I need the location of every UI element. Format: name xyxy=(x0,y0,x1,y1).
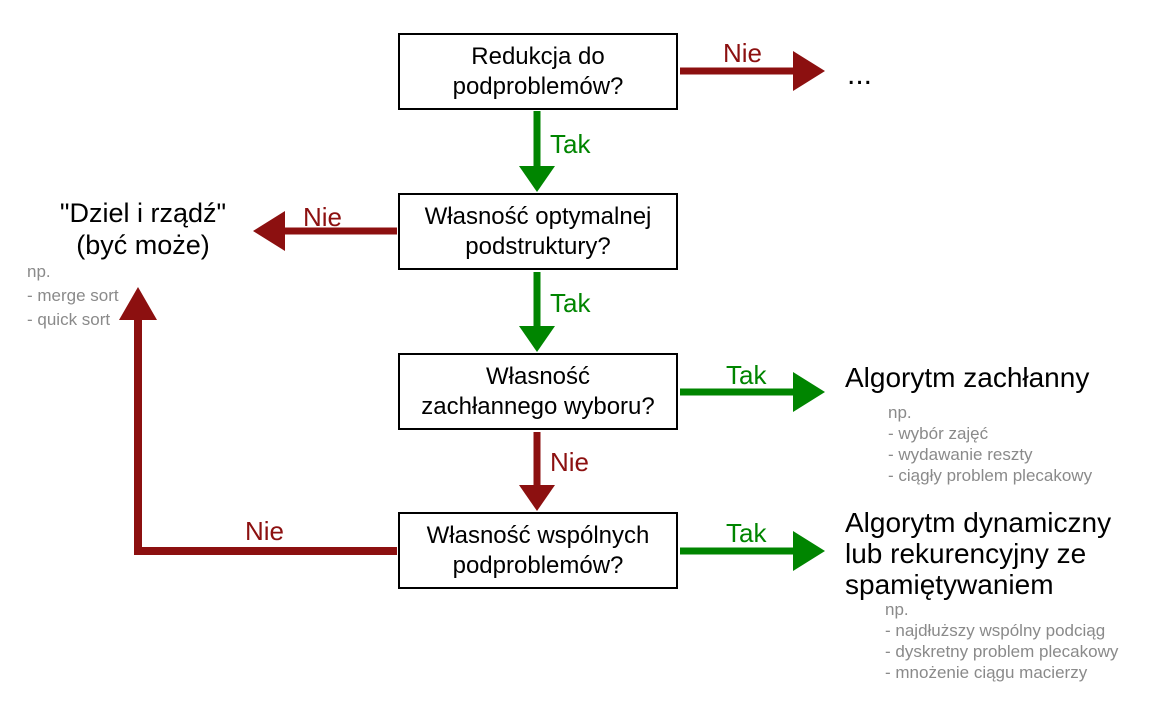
decision-box-line: podproblemów? xyxy=(452,72,624,100)
outcome-title-line: "Dziel i rządź" xyxy=(59,198,227,228)
note-line: - ciągły problem plecakowy xyxy=(888,466,1093,485)
note-line: - quick sort xyxy=(27,310,111,329)
arrow-no-q1-ellipsis xyxy=(680,51,825,91)
edge-label-yes: Tak xyxy=(726,518,767,548)
decision-box-optimal-substructure: Własność optymalnej podstruktury? xyxy=(398,193,678,270)
edge-label-no: Nie xyxy=(723,38,763,68)
outcome-title-line: spamiętywaniem xyxy=(845,569,1054,600)
outcome-dynamic-title: Algorytm dynamiczny lub rekurencyjny ze … xyxy=(845,507,1111,600)
decision-box-greedy-choice: Własność zachłannego wyboru? xyxy=(398,353,678,430)
edge-label-yes: Tak xyxy=(550,129,591,159)
decision-box-line: Własność xyxy=(485,362,591,390)
outcome-title-line: Algorytm dynamiczny xyxy=(845,507,1112,538)
note-line: - wybór zajęć xyxy=(888,424,989,443)
arrow-no-q2-divide xyxy=(253,211,397,251)
outcome-greedy-title: Algorytm zachłanny xyxy=(845,362,1090,393)
outcome-dynamic-notes: np. - najdłuższy wspólny podciąg - dyskr… xyxy=(885,599,1118,683)
outcome-title-line: (być może) xyxy=(76,230,210,260)
outcome-ellipsis: ... xyxy=(847,58,873,91)
decision-box-line: Własność optymalnej xyxy=(424,202,652,230)
outcome-divide-and-conquer: "Dziel i rządź" (być może) xyxy=(18,197,268,261)
edge-label-no: Nie xyxy=(303,202,343,232)
arrow-yes-q4-dynamic xyxy=(680,531,825,571)
decision-box-overlapping-subproblems: Własność wspólnych podproblemów? xyxy=(398,512,678,589)
note-line: - merge sort xyxy=(27,286,119,305)
edge-label-no: Nie xyxy=(550,447,590,477)
arrow-yes-q2-q3 xyxy=(519,272,555,352)
decision-box-line: Własność wspólnych xyxy=(426,521,650,549)
decision-box-line: podstruktury? xyxy=(465,232,611,260)
note-line: np. xyxy=(888,403,912,422)
edge-label-yes: Tak xyxy=(726,360,767,390)
decision-box-line: zachłannego wyboru? xyxy=(421,392,655,420)
decision-box-reduction: Redukcja do podproblemów? xyxy=(398,33,678,110)
note-line: - mnożenie ciągu macierzy xyxy=(885,663,1088,682)
arrow-no-q4-divide xyxy=(119,287,397,555)
edge-label-yes: Tak xyxy=(550,288,591,318)
decision-box-line: podproblemów? xyxy=(452,551,624,579)
edge-label-no: Nie xyxy=(245,516,285,546)
arrow-no-q3-q4 xyxy=(519,432,555,511)
outcome-greedy-notes: np. - wybór zajęć - wydawanie reszty - c… xyxy=(888,402,1092,486)
note-line: np. xyxy=(27,262,51,281)
arrow-yes-q1-q2 xyxy=(519,111,555,192)
note-line: - wydawanie reszty xyxy=(888,445,1033,464)
outcome-title-line: lub rekurencyjny ze xyxy=(845,538,1087,569)
decision-box-line: Redukcja do xyxy=(471,42,605,70)
arrow-yes-q3-greedy xyxy=(680,372,825,412)
outcome-divide-notes: np. - merge sort - quick sort xyxy=(27,260,119,332)
note-line: - dyskretny problem plecakowy xyxy=(885,642,1119,661)
note-line: np. xyxy=(885,600,909,619)
note-line: - najdłuższy wspólny podciąg xyxy=(885,621,1106,640)
